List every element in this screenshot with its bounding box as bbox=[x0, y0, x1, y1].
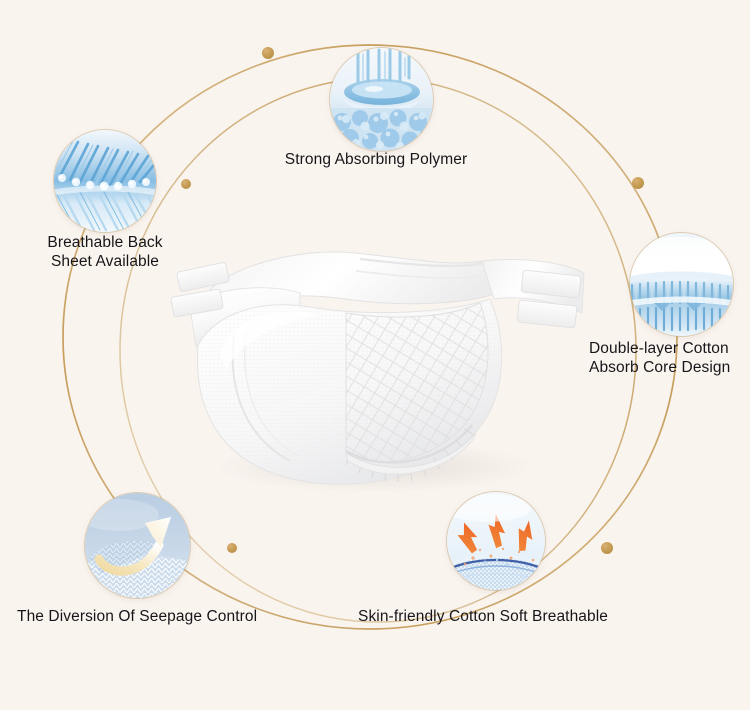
feature-label: The Diversion Of Seepage Control bbox=[17, 608, 258, 625]
feature-label: Breathable Back Sheet Available bbox=[47, 234, 163, 270]
product-image bbox=[150, 195, 590, 495]
dot-bottom-right bbox=[601, 542, 613, 554]
dot-mid-left bbox=[181, 179, 191, 189]
fastening-tab bbox=[170, 288, 224, 318]
dot-bottom-left bbox=[227, 543, 237, 553]
seepage-diversion-icon bbox=[85, 493, 190, 598]
feature-label: Double-layer Cotton Absorb Core Design bbox=[589, 340, 731, 376]
breathable-backsheet-icon bbox=[54, 130, 156, 232]
fastening-tab bbox=[516, 299, 578, 329]
breathable-airflow-icon bbox=[447, 492, 545, 590]
feature-label: Skin-friendly Cotton Soft Breathable bbox=[358, 608, 609, 625]
absorbing-polymer-icon bbox=[330, 48, 433, 151]
dot-mid-right bbox=[632, 177, 644, 189]
feature-label: Strong Absorbing Polymer bbox=[284, 151, 468, 168]
dot-top-left bbox=[262, 47, 274, 59]
double-layer-core-icon bbox=[630, 233, 733, 336]
fastening-tab bbox=[520, 269, 582, 299]
fastening-tab bbox=[176, 262, 230, 292]
